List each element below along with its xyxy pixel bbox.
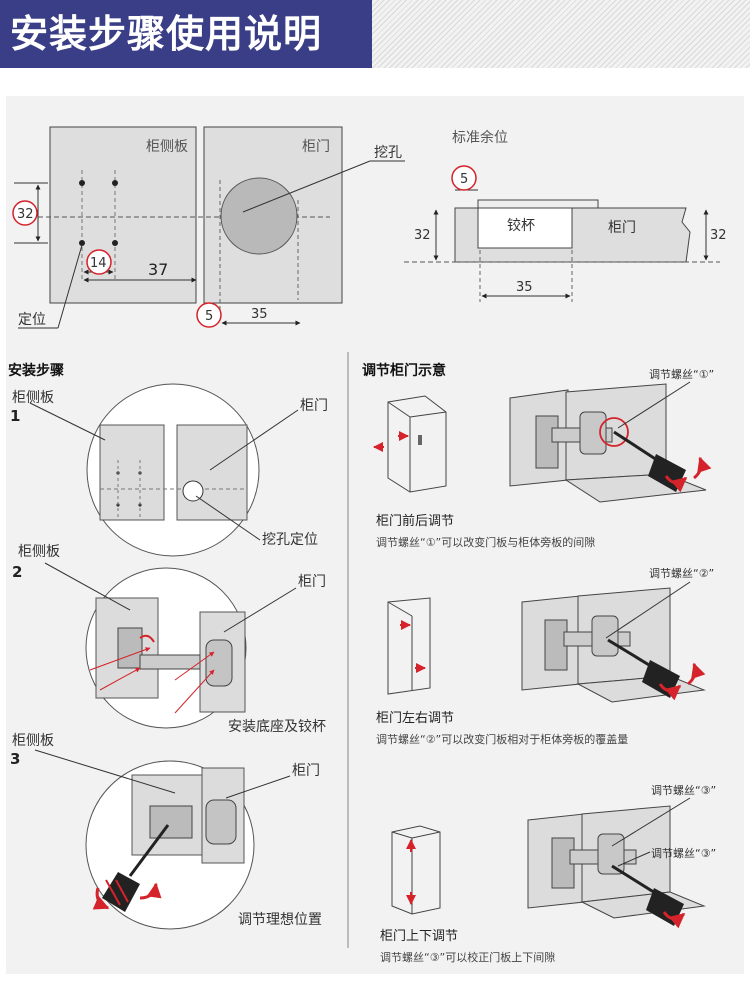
adjust-2-screw-label: 调节螺丝“②” [649,567,714,580]
step-3-caption: 调节理想位置 [238,912,322,928]
step-1-caption: 挖孔定位 [262,532,318,548]
adjust-3-screw-label-2: 调节螺丝“③” [651,847,716,860]
adjust-1-caption: 柜门前后调节 [376,513,454,529]
install-section-title: 安装步骤 [8,362,64,379]
cup-section-diagram: 标准余位 铰杯 柜门 5 32 32 35 [404,129,727,302]
adjust-3-screw-label: 调节螺丝“③” [651,784,716,797]
hole-drilling-diagram: 柜侧板 柜门 32 14 37 定位 挖孔 5 35 [12,126,405,329]
step-2-number: 2 [12,563,22,581]
page-header: 安装步骤使用说明 [0,0,750,68]
adjust-2-desc: 调节螺丝“②”可以改变门板相对于柜体旁板的覆盖量 [376,732,628,746]
section-dim-35-label: 35 [516,280,533,295]
step-2-side-label: 柜侧板 [18,544,60,560]
page-title: 安装步骤使用说明 [0,0,372,68]
step-2-caption: 安装底座及铰杯 [228,719,326,735]
cabinet-side-label: 柜侧板 [146,139,188,155]
step-1-side-label: 柜侧板 [12,390,54,406]
dim-35-label: 35 [251,307,268,322]
dim-14-label: 14 [90,256,107,271]
dim-37-label: 37 [148,260,168,279]
dim-14-marker [86,249,112,275]
adjust-1-screw-label: 调节螺丝“①” [649,368,714,381]
adjust-item-1: 调节螺丝“①” 柜门前后调节 调节螺丝“①”可以改变门板与柜体旁板的间隙 [373,368,714,549]
adjust-item-3: 调节螺丝“③” 调节螺丝“③” 柜门上下调节 调节螺丝“③”可以校正门板上下间隙 [380,784,716,964]
step-3-side-label: 柜侧板 [12,733,54,749]
hinge-cup-label: 铰杯 [507,218,535,234]
section-dim-32-left-label: 32 [414,228,431,243]
step-1-door-label: 柜门 [300,398,328,414]
dim-5-marker [196,302,222,328]
cut-hole-label: 挖孔 [374,145,402,161]
step-1-number: 1 [10,407,20,425]
section-dim-32-right-label: 32 [710,228,727,243]
adjust-2-caption: 柜门左右调节 [376,711,454,726]
install-step-1: 柜侧板 1 柜门 挖孔定位 [10,383,328,557]
install-step-2: 柜侧板 2 柜门 安装底座及铰杯 [12,544,326,735]
step-3-number: 3 [10,750,20,768]
dim-32-marker [12,200,38,226]
positioning-label: 定位 [18,312,46,328]
step-2-door-label: 柜门 [298,574,326,590]
adjust-3-desc: 调节螺丝“③”可以校正门板上下间隙 [380,950,555,964]
door-label: 柜门 [302,139,330,155]
section-dim-5-label: 5 [460,172,468,187]
standard-margin-label: 标准余位 [452,129,508,146]
adjust-item-2: 调节螺丝“②” 柜门左右调节 调节螺丝“②”可以改变门板相对于柜体旁板的覆盖量 [376,567,714,746]
step-3-door-label: 柜门 [292,763,320,779]
section-door-label: 柜门 [608,220,636,236]
dim-5-label: 5 [205,309,213,324]
adjust-1-desc: 调节螺丝“①”可以改变门板与柜体旁板的间隙 [376,535,595,549]
adjust-3-caption: 柜门上下调节 [380,929,458,944]
adjust-section-title: 调节柜门示意 [362,362,446,379]
install-step-3: 柜侧板 3 柜门 调节理想位置 [10,733,322,930]
section-dim-5-marker [451,165,477,191]
dim-32-label: 32 [17,207,34,222]
